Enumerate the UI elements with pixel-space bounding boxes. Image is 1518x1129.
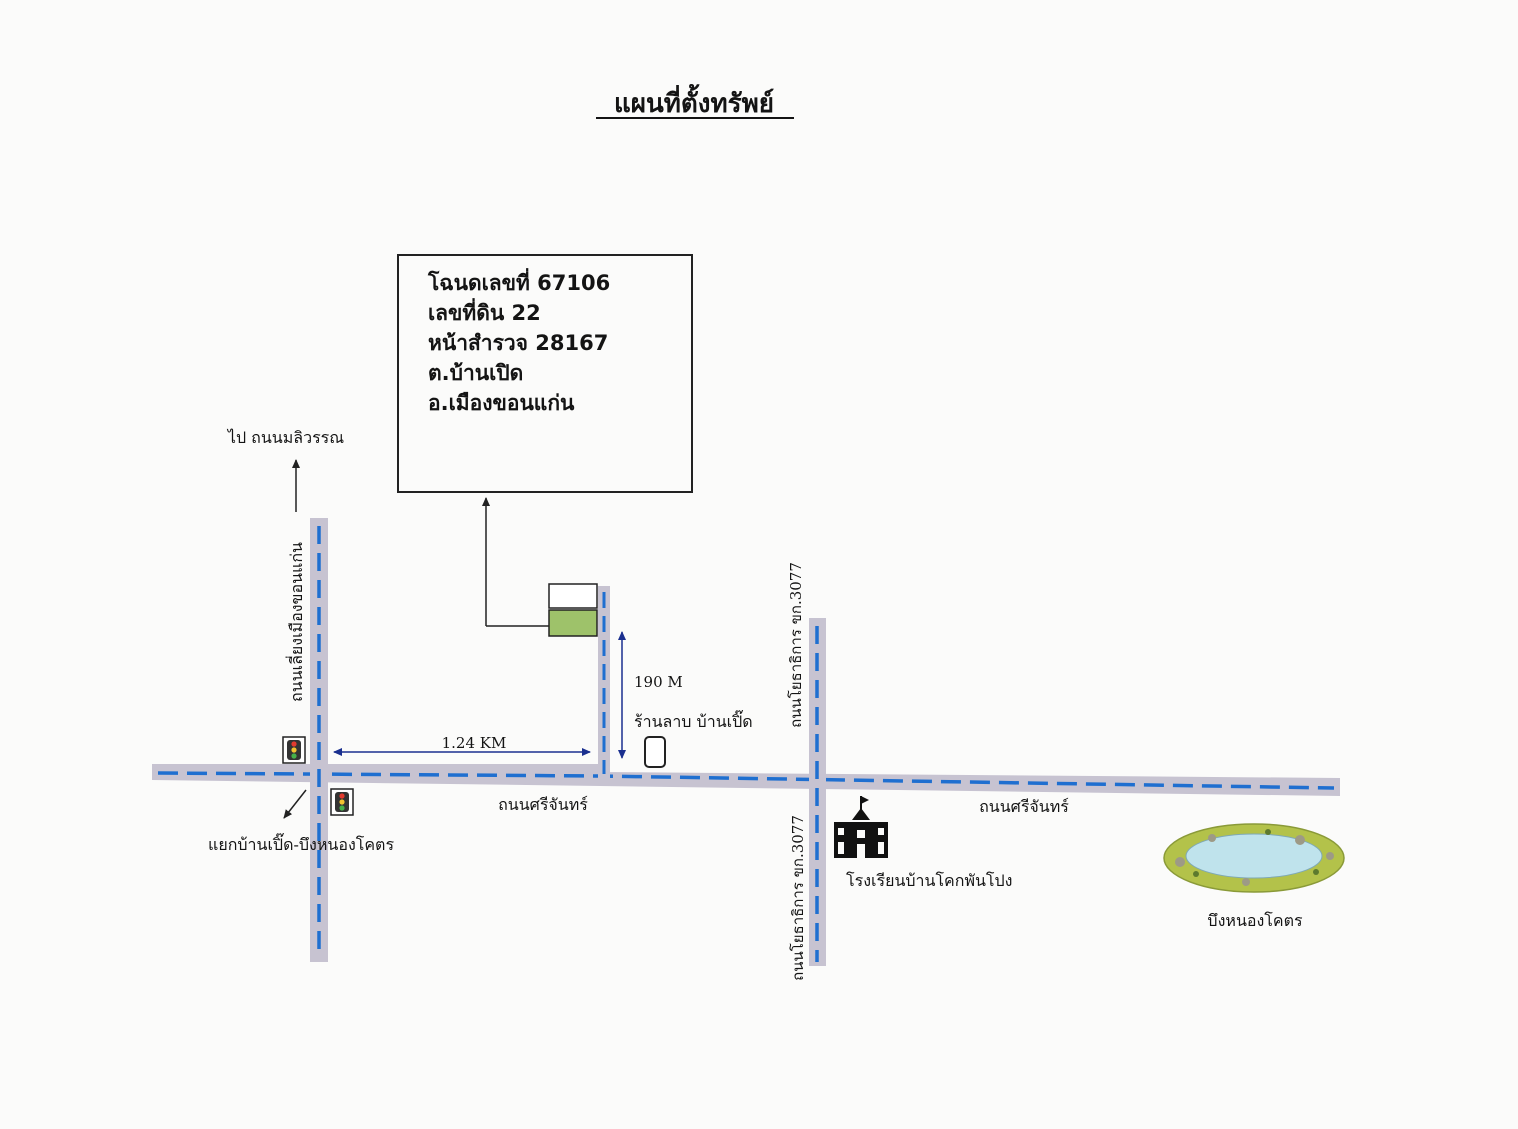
survey-page: หน้าสำรวจ 28167 [428,331,608,355]
school-icon [834,796,888,858]
land-number: เลขที่ดิน 22 [428,297,541,325]
junction-label: แยกบ้านเปิ๊ด-บึงหนองโคตร [208,833,394,854]
sri-chan-road-label-right: ถนนศรีจันทร์ [979,797,1069,816]
yothathikan-road-label-bottom: ถนนโยธาธิการ ขก.3077 [789,815,807,981]
deed-info-box: โฉนดเลขที่ 67106 เลขที่ดิน 22 หน้าสำรวจ … [397,254,693,493]
distance-m-label: 190 M [634,673,683,691]
to-malivan-road-label: ไป ถนนมลิวรรณ [226,428,344,447]
map-title: แผนที่ตั้งทรัพย์ [614,83,774,119]
shop-label: ร้านลาบ บ้านเปิ๊ด [634,710,753,731]
road-yothathikan-vertical [809,618,826,966]
junction-arrow [283,789,307,819]
pond-icon [1163,823,1345,893]
district: อ.เมืองขอนแก่น [428,391,575,415]
yothathikan-road-label-top: ถนนโยธาธิการ ขก.3077 [787,562,805,728]
bypass-road-label: ถนนเลี่ยงเมืองขอนแก่น [285,542,306,702]
land-parcel-icon [548,583,598,637]
distance-km-label: 1.24 KM [442,734,507,752]
school-label: โรงเรียนบ้านโคกพันโปง [846,871,1012,890]
traffic-light-icon [282,736,306,764]
shop-marker-icon [644,736,666,768]
road-bypass-vertical [310,518,328,962]
sri-chan-road-label-left: ถนนศรีจันทร์ [498,795,588,814]
traffic-light-icon [330,788,354,816]
subdistrict: ต.บ้านเปิด [428,361,523,385]
lake-label: บึงหนองโคตร [1207,911,1303,930]
deed-number: โฉนดเลขที่ 67106 [427,267,610,295]
road-sri-chan-main [152,764,1340,796]
road-soi-to-parcel [598,586,610,778]
